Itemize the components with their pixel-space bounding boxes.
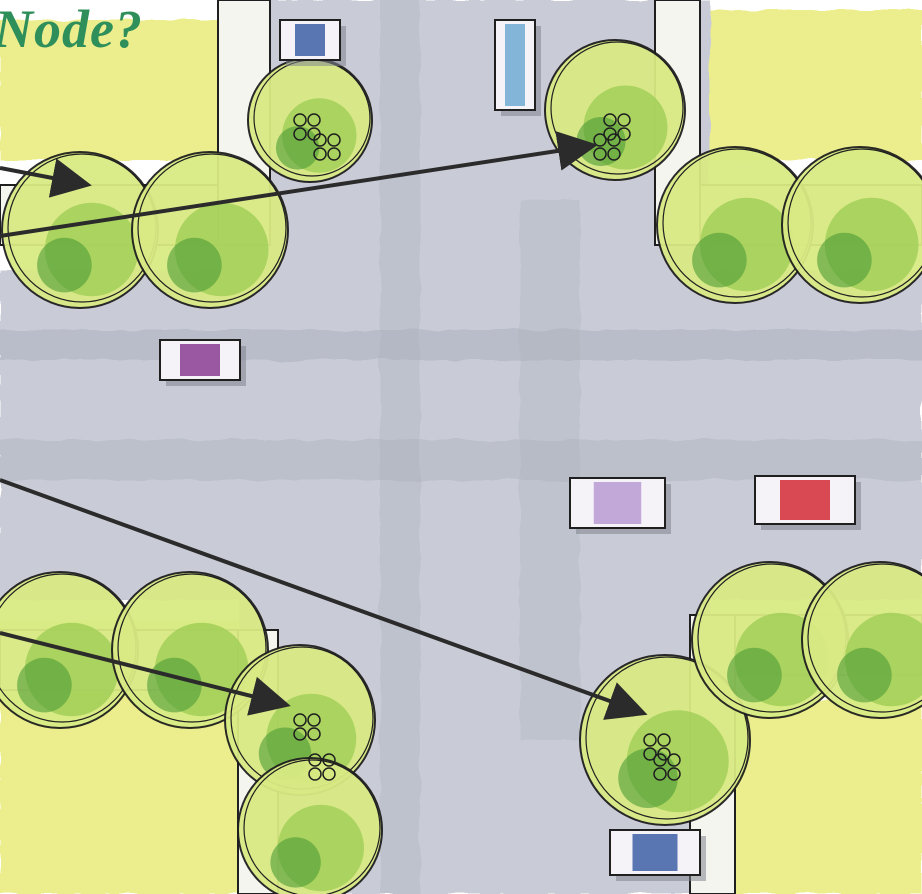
planter-icon <box>617 127 631 141</box>
tree-canopy-icon <box>656 146 814 304</box>
planter-icon <box>322 767 336 781</box>
planter-icon <box>653 767 667 781</box>
planter-icon <box>313 147 327 161</box>
planter-icon <box>307 113 321 127</box>
planter-icon <box>293 727 307 741</box>
planter-icon <box>293 127 307 141</box>
planter-icon <box>603 113 617 127</box>
tree-canopy-icon <box>1 151 159 309</box>
arrow-icon <box>0 131 598 238</box>
tree-canopy-icon <box>781 146 922 304</box>
planter-icon <box>667 767 681 781</box>
car-icon <box>609 829 706 881</box>
planter-icon <box>643 733 657 747</box>
tree-canopy-icon <box>247 57 373 183</box>
planter-icon <box>327 133 341 147</box>
planter-icon <box>307 713 321 727</box>
planter-icon <box>313 133 327 147</box>
tree-canopy-icon <box>131 151 289 309</box>
planter-icon <box>657 733 671 747</box>
planter-icon <box>308 767 322 781</box>
planter-icon <box>293 113 307 127</box>
title-text: Node? <box>0 0 143 59</box>
planter-icon <box>307 727 321 741</box>
tree-canopy-icon <box>801 561 922 719</box>
annotation-arrows <box>0 131 648 720</box>
car-icon <box>494 19 541 116</box>
tree-canopy-icon <box>691 561 849 719</box>
car-icon <box>569 477 671 534</box>
tree-canopy-icon <box>237 757 383 894</box>
planter-icon <box>327 147 341 161</box>
planter-icon <box>607 133 621 147</box>
car-icon <box>159 339 246 386</box>
planter-icon <box>643 747 657 761</box>
planter-icon <box>607 147 621 161</box>
planters <box>293 113 681 781</box>
cars <box>159 19 861 881</box>
tree-canopy-icon <box>544 39 686 181</box>
planter-icon <box>293 713 307 727</box>
planter-icon <box>322 753 336 767</box>
planter-icon <box>308 753 322 767</box>
car-icon <box>754 475 861 530</box>
arrow-icon <box>0 631 291 716</box>
planter-icon <box>653 753 667 767</box>
planter-icon <box>667 753 681 767</box>
car-icon <box>279 19 346 66</box>
arrow-icon <box>0 478 648 720</box>
planter-icon <box>617 113 631 127</box>
arrow-icon <box>0 158 92 198</box>
